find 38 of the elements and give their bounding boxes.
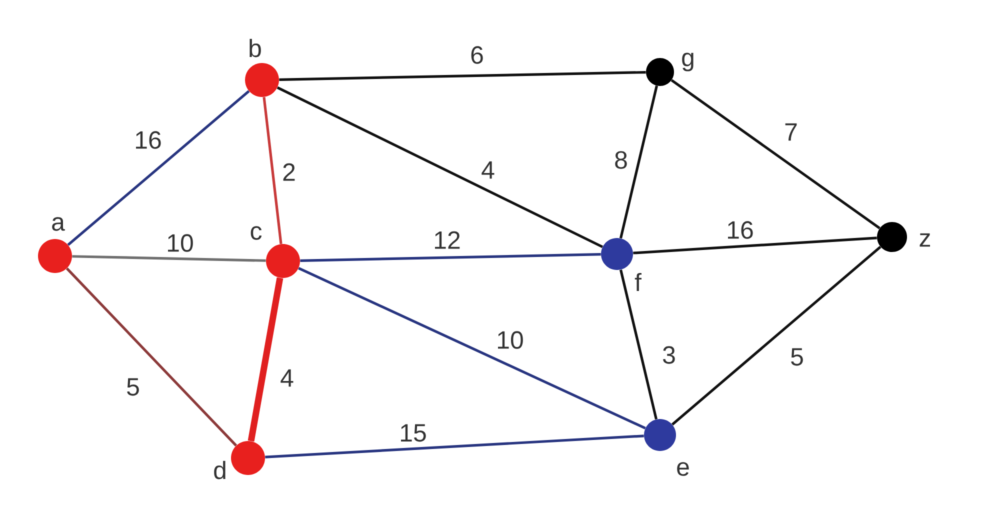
edge-line <box>262 96 282 244</box>
edge-line <box>619 86 658 239</box>
edge-label: 10 <box>165 233 195 253</box>
edge-line <box>670 79 880 230</box>
edge-label: 3 <box>661 345 677 365</box>
edge-label: 5 <box>125 377 141 397</box>
edge-line <box>276 86 604 248</box>
edge-line <box>671 246 882 426</box>
edge-label: 6 <box>469 45 485 65</box>
edge-line <box>619 269 658 420</box>
edge-label: 5 <box>789 347 805 367</box>
edge-label: 4 <box>480 160 496 180</box>
edge-label: 12 <box>432 230 462 250</box>
edge-label: 7 <box>783 122 799 142</box>
vertex-label: z <box>920 233 930 247</box>
edge-line <box>67 90 250 246</box>
vertex-label: f <box>634 272 642 292</box>
vertex-label: b <box>250 38 261 58</box>
vertex-label: a <box>52 217 65 231</box>
edge-label: 4 <box>279 368 295 388</box>
edge-label: 16 <box>133 130 163 150</box>
vertex-label: e <box>677 462 689 476</box>
edge-line <box>72 255 266 262</box>
vertex-label: d <box>214 460 226 480</box>
edge-line <box>298 267 646 430</box>
edge-line <box>66 268 238 446</box>
edge-line <box>248 277 284 442</box>
edge-label: 15 <box>398 423 428 443</box>
edge-line <box>279 71 646 81</box>
edge-label: 16 <box>725 220 755 240</box>
edge-label: 10 <box>495 330 525 350</box>
edge-line <box>265 434 644 458</box>
edge-label: 2 <box>281 162 297 182</box>
edge-line <box>633 236 877 254</box>
vertex-label: c <box>250 226 262 240</box>
edge-label: 8 <box>613 150 629 170</box>
vertex-label: g <box>682 52 694 72</box>
edge-line <box>300 253 601 262</box>
